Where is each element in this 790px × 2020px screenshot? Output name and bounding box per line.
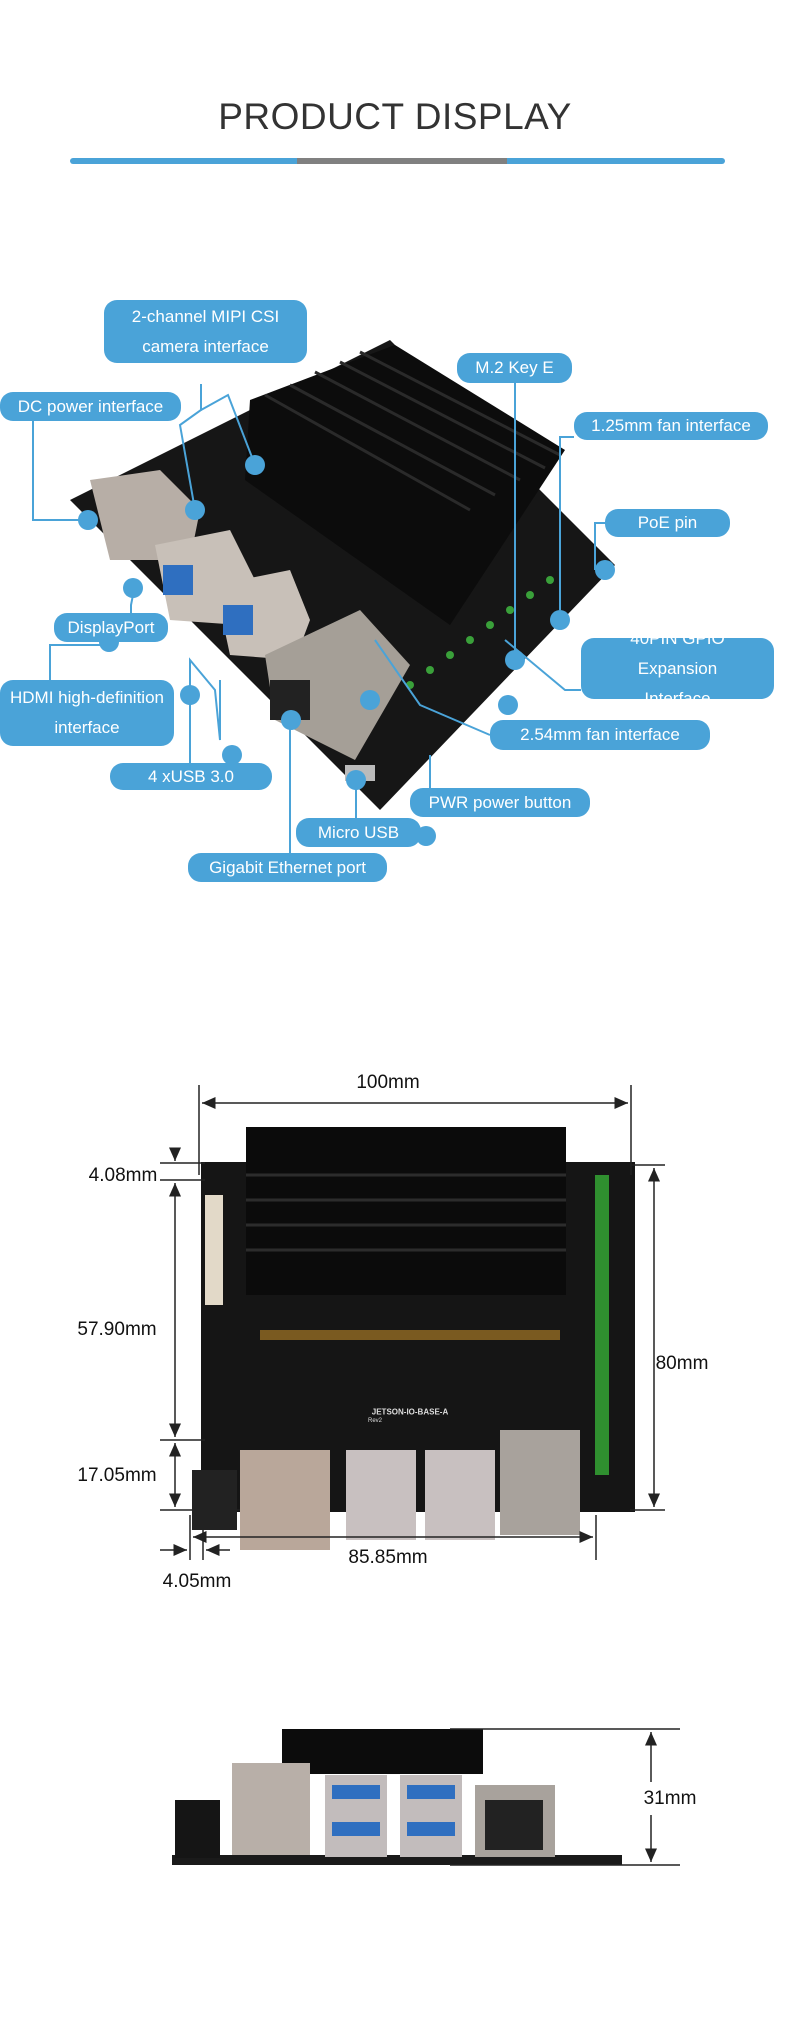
dim-port-depth-label: 17.05mm: [77, 1465, 157, 1486]
board-silkscreen: JETSON-IO-BASE-A: [371, 1407, 449, 1417]
dim-module-span-label: 57.90mm: [77, 1319, 157, 1340]
title-divider-left: [70, 158, 297, 164]
callout-dc-power: DC power interface: [0, 392, 181, 421]
callout-m2-key-e: M.2 Key E: [457, 353, 572, 383]
callout-mipi-csi: 2-channel MIPI CSI camera interface: [104, 300, 307, 363]
dim-width-label: 100mm: [356, 1072, 420, 1093]
callout-dots: [78, 455, 615, 846]
dim-height-label: 80mm: [655, 1353, 709, 1374]
product-photo-annotated: [32, 340, 615, 853]
title-divider-middle: [297, 158, 507, 164]
title-divider-right: [507, 158, 725, 164]
callout-gpio: 40PIN GPIO Expansion Interface: [581, 629, 774, 708]
callout-hdmi: HDMI high-definition interface: [0, 680, 174, 746]
callout-fan-254: 2.54mm fan interface: [490, 720, 710, 750]
side-view-board: [172, 1729, 622, 1865]
leader-lines: [32, 383, 605, 853]
dim-offset-top-label: 4.08mm: [88, 1165, 158, 1186]
callout-pwr: PWR power button: [410, 788, 590, 817]
board-illustration: [70, 340, 615, 810]
callout-fan-125: 1.25mm fan interface: [574, 412, 768, 440]
dim-side-height-label: 31mm: [643, 1788, 697, 1810]
callout-usb: 4 xUSB 3.0: [110, 763, 272, 790]
callout-ethernet: Gigabit Ethernet port: [188, 853, 387, 882]
page-title: PRODUCT DISPLAY: [218, 96, 572, 137]
board-rev: Rev2: [367, 1418, 383, 1424]
dim-port-offset-label: 4.05mm: [162, 1571, 232, 1592]
top-view-board: [192, 1127, 635, 1550]
dim-port-span-label: 85.85mm: [348, 1547, 428, 1568]
callout-poe-pin: PoE pin: [605, 509, 730, 537]
callout-micro-usb: Micro USB: [296, 818, 421, 847]
callout-displayport: DisplayPort: [54, 613, 168, 642]
